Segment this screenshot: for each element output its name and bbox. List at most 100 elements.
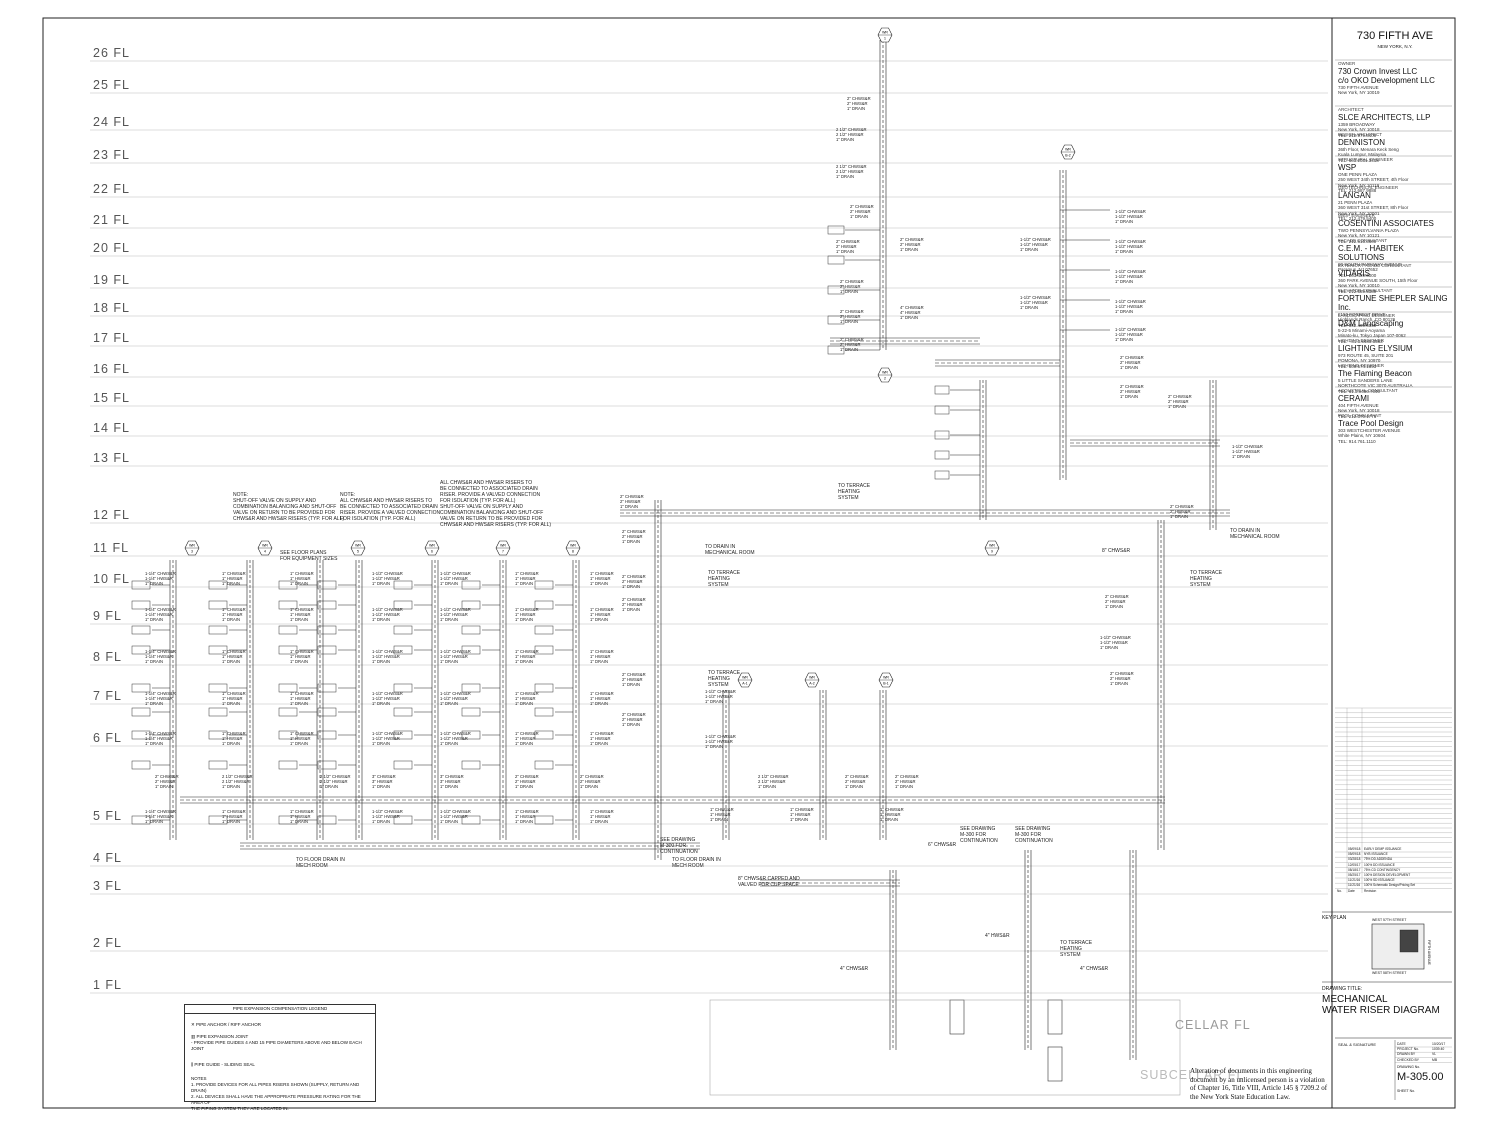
floor-label: 25 FL bbox=[93, 78, 130, 92]
pipe-size-label: 1-1/2" CHWS&R 1-1/2" HWS&R 1" DRAIN bbox=[372, 731, 403, 746]
pipe-size-label: 2" CHWS&R 2" HWS&R 1" DRAIN bbox=[622, 529, 646, 544]
pipe-size-label: 1-1/4" CHWS&R 1-1/4" HWS&R 1" DRAIN bbox=[145, 731, 176, 746]
fan-coil-unit bbox=[278, 645, 298, 655]
floor-label: 4 FL bbox=[93, 851, 123, 865]
consultant-role: M/E/P ENGINEER bbox=[1338, 213, 1375, 218]
pipe-size-label: 1-1/4" CHWS&R 1-1/4" HWS&R 1" DRAIN bbox=[145, 649, 176, 664]
floor-label: 14 FL bbox=[93, 421, 130, 435]
fan-coil-unit bbox=[461, 600, 481, 610]
fan-coil-unit bbox=[317, 645, 337, 655]
fan-coil-unit bbox=[461, 730, 481, 740]
mech-room-outline bbox=[709, 999, 1181, 1096]
meta-key: CHECKED BY bbox=[1397, 1057, 1420, 1062]
fan-coil-unit bbox=[278, 760, 298, 770]
pipe-size-label: 2 1/2" CHWS&R 2 1/2" HWS&R 1" DRAIN bbox=[836, 164, 867, 179]
pipe-size-label: 1-1/2" CHWS&R 1-1/2" HWS&R 1" DRAIN bbox=[705, 734, 736, 749]
expansion-joint-icon: ▥ bbox=[191, 1034, 196, 1039]
pipe-size-label: 1-1/2" CHWS&R 1-1/2" HWS&R 1" DRAIN bbox=[1115, 209, 1146, 224]
pipe-size-label: 1-1/2" CHWS&R 1-1/2" HWS&R 1" DRAIN bbox=[440, 571, 471, 586]
pipe-size-label: 1" CHWS&R 1" HWS&R 1" DRAIN bbox=[590, 649, 614, 664]
drawing-no-label: DRAWING No. bbox=[1397, 1065, 1421, 1069]
consultant-role: LIGHTING DESIGNER bbox=[1338, 363, 1385, 368]
consultant-address: 360 PARK AVENUE SOUTH, 15th Floor New Yo… bbox=[1338, 277, 1418, 294]
fan-coil-unit bbox=[393, 600, 413, 610]
fan-coil-unit bbox=[208, 707, 228, 717]
pipe-size-label: 1" CHWS&R 1" HWS&R 1" DRAIN bbox=[590, 731, 614, 746]
pipe-size-label: 2" CHWS&R 2" HWS&R 1" DRAIN bbox=[622, 597, 646, 612]
floor-label: 10 FL bbox=[93, 572, 130, 586]
pipe-size-label: 2" CHWS&R 2" HWS&R 1" DRAIN bbox=[840, 279, 864, 294]
fan-coil-unit bbox=[461, 760, 481, 770]
pipe-size-label: 2" CHWS&R 2" HWS&R 1" DRAIN bbox=[620, 494, 644, 509]
note-combined: ALL CHWS&R AND HWS&R RISERS TO BE CONNEC… bbox=[440, 480, 552, 528]
riser-tag-top: WR bbox=[882, 371, 888, 375]
callout-see-drawing-2: SEE DRAWING M-300 FOR CONTINUATION bbox=[960, 826, 998, 844]
fan-coil-unit bbox=[208, 815, 228, 825]
meta-value: VL bbox=[1432, 1052, 1437, 1057]
pipe-guide-icon: ⫼ bbox=[191, 1062, 194, 1067]
floor-label: 26 FL bbox=[93, 46, 130, 60]
riser-tag-top: WR bbox=[355, 544, 361, 548]
pipe-size-label: 1" CHWS&R 1" HWS&R 1" DRAIN bbox=[290, 607, 314, 622]
pipe-size-label: 1-1/2" CHWS&R 1-1/2" HWS&R 1" DRAIN bbox=[440, 809, 471, 824]
key-plan-street-bottom: WEST 58TH STREET bbox=[1372, 971, 1407, 975]
revision-date: 11/21/16 bbox=[1348, 883, 1361, 888]
callout-4-chws-right: 4" CHWS&R bbox=[1080, 966, 1109, 972]
callout-4-chws: 4" CHWS&R bbox=[840, 966, 869, 972]
fan-coil-unit bbox=[534, 707, 554, 717]
fan-coil-unit bbox=[934, 470, 950, 480]
pump-unit bbox=[1047, 1046, 1063, 1082]
pipe-size-label: 2" CHWS&R 2" HWS&R 1" DRAIN bbox=[622, 574, 646, 589]
consultant-address: 303 WESTCHESTER AVENUE White Plains, NY … bbox=[1338, 427, 1401, 444]
riser-tag-bottom: 6 bbox=[431, 550, 433, 554]
revision-date: 03/28/18 bbox=[1348, 857, 1361, 862]
fan-coil-unit bbox=[278, 815, 298, 825]
consultant-role: GEOTECHNICAL ENGINEER bbox=[1338, 185, 1399, 190]
consultant-firm: 730 Crown Invest LLC c/o OKO Development… bbox=[1338, 66, 1435, 85]
fan-coil-unit bbox=[534, 625, 554, 635]
fan-coil-unit bbox=[393, 625, 413, 635]
consultant-role: ELEVATOR CONSULTANT bbox=[1338, 288, 1393, 293]
pipe-size-label: 2" CHWS&R 2" HWS&R 1" DRAIN bbox=[836, 239, 860, 254]
pipe-size-label: 1" CHWS&R 1" HWS&R 1" DRAIN bbox=[222, 571, 246, 586]
callout-drain-mech-right: TO DRAIN IN MECHANICAL ROOM bbox=[1230, 528, 1280, 540]
alteration-warning: Alteration of documents in this engineer… bbox=[1190, 1067, 1328, 1101]
fan-coil-unit bbox=[317, 683, 337, 693]
fan-coil-unit bbox=[317, 580, 337, 590]
consultant-firm: DENNISTON bbox=[1338, 137, 1385, 147]
consultant-firm: SLCE ARCHITECTS, LLP bbox=[1338, 112, 1431, 122]
key-plan-site bbox=[1399, 929, 1419, 953]
revision-date: 11/21/16 bbox=[1348, 878, 1361, 883]
revision-desc: 75% DD ADDENDA bbox=[1364, 857, 1393, 862]
callout-terrace-heating-10: TO TERRACE HEATING SYSTEM bbox=[708, 570, 741, 588]
revision-desc: 100% SD ISSUANCE bbox=[1364, 878, 1395, 883]
expansion-legend: PIPE EXPANSION COMPENSATION LEGEND ✕ PIP… bbox=[184, 1004, 376, 1111]
pipe-size-label: 2" CHWS&R 2" HWS&R 1" DRAIN bbox=[1120, 384, 1144, 399]
fan-coil-unit bbox=[534, 580, 554, 590]
pipe-size-label: 1" CHWS&R 1" HWS&R 1" DRAIN bbox=[222, 809, 246, 824]
revision-desc: 100% DESIGN DEVELOPMENT bbox=[1364, 873, 1411, 877]
meta-value: MB bbox=[1432, 1057, 1438, 1062]
pipe-size-label: 1" CHWS&R 1" HWS&R 1" DRAIN bbox=[515, 691, 539, 706]
consultant-firm: D&M Landscaping bbox=[1338, 318, 1404, 328]
key-plan-label: KEY PLAN bbox=[1322, 915, 1347, 921]
fan-coil-unit bbox=[934, 430, 950, 440]
pipe-size-label: 2" CHWS&R 2" HWS&R 1" DRAIN bbox=[840, 337, 864, 352]
floor-label: 11 FL bbox=[93, 541, 130, 555]
pipe-size-label: 1" CHWS&R 1" HWS&R 1" DRAIN bbox=[290, 691, 314, 706]
pipe-size-label: 1-1/2" CHWS&R 1-1/2" HWS&R 1" DRAIN bbox=[705, 689, 736, 704]
consultant-firm: COSENTINI ASSOCIATES bbox=[1338, 218, 1434, 228]
consultant-firm: LANGAN bbox=[1338, 190, 1371, 200]
pipe-size-label: 1-1/2" CHWS&R 1-1/2" HWS&R 1" DRAIN bbox=[372, 691, 403, 706]
floor-label: 16 FL bbox=[93, 362, 130, 376]
